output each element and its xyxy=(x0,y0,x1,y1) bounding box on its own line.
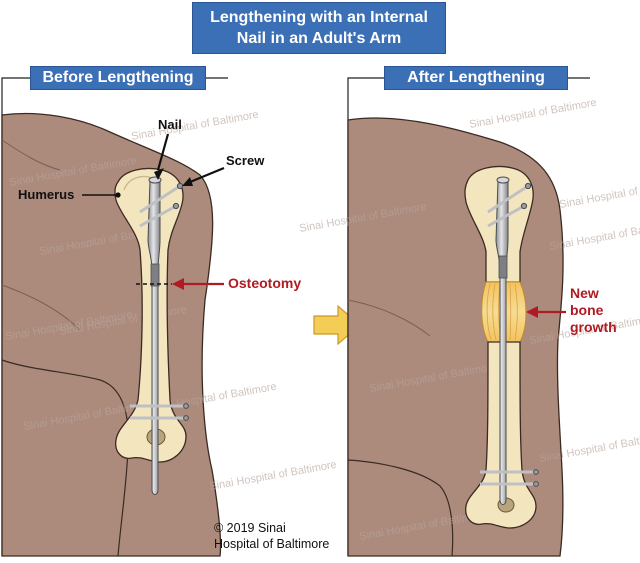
before-distal-screws xyxy=(130,403,189,421)
svg-text:Sinai Hospital of Baltimore: Sinai Hospital of Baltimore xyxy=(208,459,337,493)
before-humerus-bone xyxy=(114,167,187,463)
before-chest-line xyxy=(1,284,81,331)
diagram-title: Lengthening with an Internal Nail in an … xyxy=(192,2,446,54)
copyright-notice: © 2019 Sinai Hospital of Baltimore xyxy=(214,520,329,552)
copyright-line-2: Hospital of Baltimore xyxy=(214,537,330,551)
before-neck-line xyxy=(1,139,61,171)
before-armpit-line xyxy=(1,359,129,557)
svg-text:Osteotomy: Osteotomy xyxy=(228,275,301,291)
after-panel: Sinai Hospital of Baltimore Sinai Hospit… xyxy=(298,77,640,557)
before-panel: Sinai Hospital of Baltimore Sinai Hospit… xyxy=(1,77,338,557)
svg-text:Sinai Hospital of Baltimore: Sinai Hospital of Baltimore xyxy=(130,109,259,143)
svg-text:New: New xyxy=(570,285,599,301)
after-nail-mechanism xyxy=(498,255,508,279)
after-panel-heading: After Lengthening xyxy=(384,66,568,90)
title-line-1: Lengthening with an Internal xyxy=(210,9,428,26)
screw-callout: Screw xyxy=(182,153,265,186)
svg-text:growth: growth xyxy=(570,319,617,335)
after-proximal-screws xyxy=(487,182,532,228)
title-line-2: Nail in an Adult's Arm xyxy=(236,30,402,47)
humerus-callout: Humerus xyxy=(18,187,121,202)
copyright-line-1: © 2019 Sinai xyxy=(214,521,286,535)
before-panel-heading: Before Lengthening xyxy=(30,66,206,90)
osteotomy-callout: Osteotomy xyxy=(172,275,301,291)
nail-callout: Nail xyxy=(154,117,182,180)
svg-text:Sinai Hospital of Baltimore: Sinai Hospital of Baltimore xyxy=(558,177,640,211)
after-armpit-line xyxy=(347,459,454,557)
svg-text:Nail: Nail xyxy=(158,117,182,132)
after-chest-line xyxy=(347,299,431,337)
after-nail-top xyxy=(496,176,510,184)
before-nail-mechanism xyxy=(150,263,160,287)
before-humeral-head-shade xyxy=(123,175,153,191)
svg-text:bone: bone xyxy=(570,302,604,318)
new-bone-growth-callout: New bone growth xyxy=(526,285,617,335)
svg-text:Sinai Hospital of Baltimore: Sinai Hospital of Baltimore xyxy=(468,97,597,131)
before-proximal-screws xyxy=(139,182,184,228)
before-nail xyxy=(147,179,161,495)
svg-text:Humerus: Humerus xyxy=(18,187,74,202)
after-distal-screws xyxy=(480,469,539,487)
svg-text:Screw: Screw xyxy=(226,153,265,168)
before-nail-top xyxy=(148,176,162,184)
